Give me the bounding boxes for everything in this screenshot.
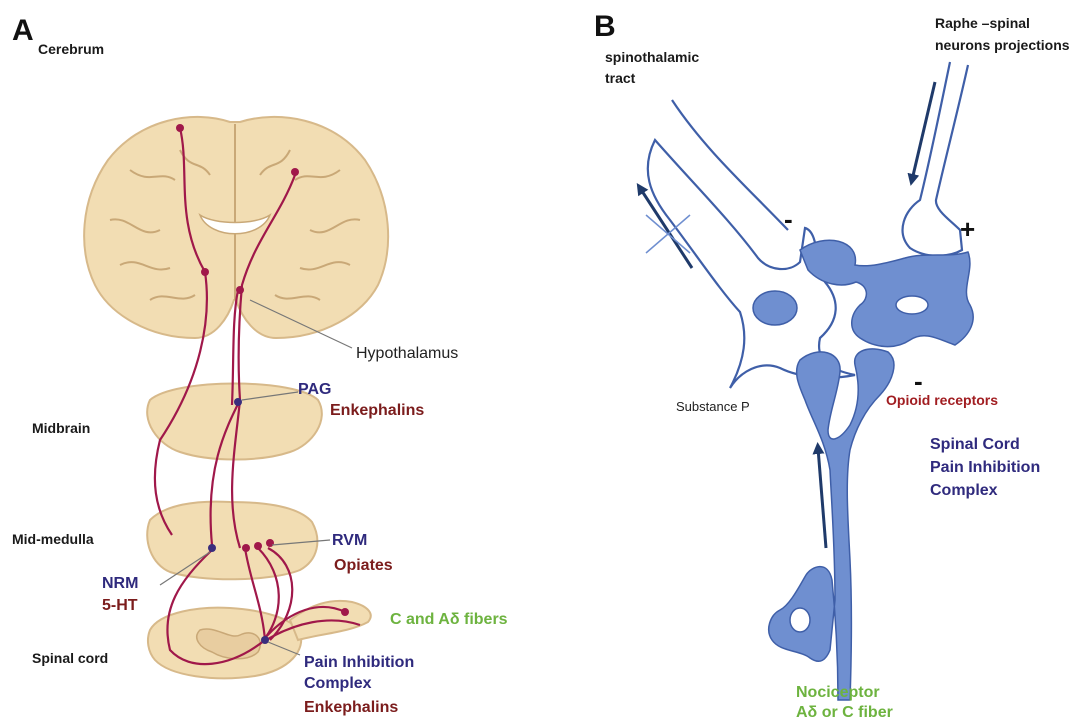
neuron-dot bbox=[291, 168, 299, 176]
label-nociceptor-line1: Nociceptor bbox=[796, 684, 880, 701]
interneuron-blob bbox=[753, 291, 797, 325]
rvm-dot bbox=[242, 544, 250, 552]
panel-a: A bbox=[12, 14, 508, 716]
label-spinal-cord: Spinal cord bbox=[32, 650, 108, 666]
label-pain-inhibition-line1: Pain Inhibition bbox=[304, 654, 414, 671]
label-mid-medulla: Mid-medulla bbox=[12, 531, 94, 547]
nociceptor-nucleus bbox=[790, 608, 810, 632]
neuron-dot bbox=[201, 268, 209, 276]
arrow-nociceptor-up bbox=[818, 448, 826, 548]
label-spinothalamic-line2: tract bbox=[605, 70, 636, 86]
nrm-dot bbox=[208, 544, 216, 552]
label-midbrain: Midbrain bbox=[32, 420, 90, 436]
panel-b-letter: B bbox=[594, 10, 616, 43]
label-c-and-a-delta-fibers: C and Aδ fibers bbox=[390, 611, 508, 628]
label-nociceptor-line2: Aδ or C fiber bbox=[796, 704, 893, 721]
label-opiates: Opiates bbox=[334, 557, 393, 574]
label-hypothalamus: Hypothalamus bbox=[356, 345, 458, 362]
drg-dot bbox=[341, 608, 349, 616]
nociceptor-fiber bbox=[769, 349, 894, 700]
leader-lines-a bbox=[160, 300, 352, 655]
label-enkephalins-midbrain: Enkephalins bbox=[330, 402, 424, 419]
label-5ht: 5-HT bbox=[102, 597, 138, 614]
label-raphe-line2: neurons projections bbox=[935, 37, 1070, 53]
label-pain-inhibition-line2: Complex bbox=[304, 675, 372, 692]
label-complex-line3: Complex bbox=[930, 482, 998, 499]
label-opioid-receptors: Opioid receptors bbox=[886, 392, 998, 408]
label-raphe-line1: Raphe –spinal bbox=[935, 15, 1030, 31]
neuron-dot bbox=[176, 124, 184, 132]
pain-complex-dot bbox=[261, 636, 269, 644]
label-cerebrum: Cerebrum bbox=[38, 41, 104, 57]
label-complex-line1: Spinal Cord bbox=[930, 436, 1020, 453]
panel-a-letter: A bbox=[12, 14, 34, 47]
label-spinothalamic-line1: spinothalamic bbox=[605, 49, 699, 65]
label-rvm: RVM bbox=[332, 532, 367, 549]
complex-nucleus bbox=[896, 296, 928, 314]
minus-sign-bottom: - bbox=[914, 366, 923, 396]
rvm-dot bbox=[254, 542, 262, 550]
minus-sign-top: - bbox=[784, 204, 793, 234]
plus-sign: + bbox=[960, 214, 975, 244]
panel-b: B Raphe –spinal neurons projections spin… bbox=[594, 10, 1070, 721]
label-enkephalins-spinal: Enkephalins bbox=[304, 699, 398, 716]
label-pag: PAG bbox=[298, 381, 331, 398]
pag-dot bbox=[234, 398, 242, 406]
rvm-dot bbox=[266, 539, 274, 547]
label-complex-line2: Pain Inhibition bbox=[930, 459, 1040, 476]
raphe-projection bbox=[903, 62, 968, 256]
neuron-dot bbox=[236, 286, 244, 294]
label-nrm: NRM bbox=[102, 575, 138, 592]
label-substance-p: Substance P bbox=[676, 399, 750, 414]
